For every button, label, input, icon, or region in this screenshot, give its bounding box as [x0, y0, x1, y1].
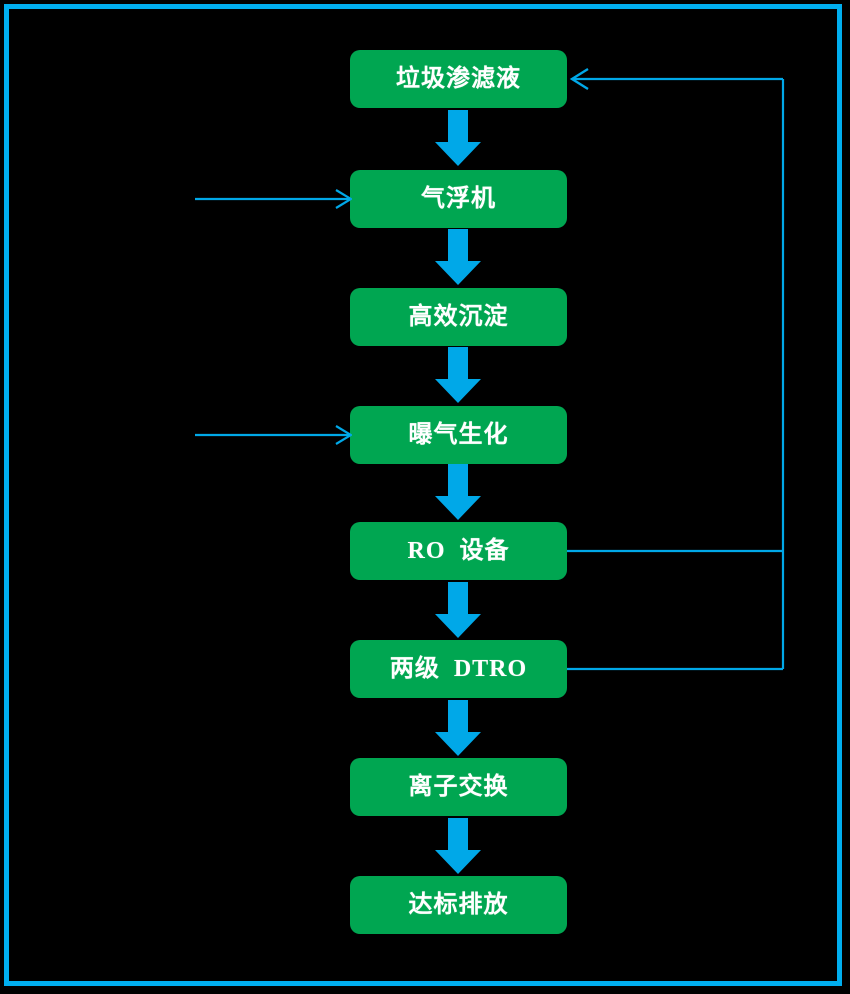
- diagram-frame: [4, 4, 842, 986]
- node-settling[interactable]: 高效沉淀: [350, 288, 567, 346]
- node-label: 高效沉淀: [408, 304, 509, 330]
- flow-arrow-down-icon: [435, 818, 481, 874]
- node-label: 曝气生化: [408, 422, 509, 448]
- flow-arrow-down-icon: [435, 347, 481, 403]
- flow-arrow-down-icon: [435, 582, 481, 638]
- flow-arrow-down-icon: [435, 464, 481, 520]
- flow-arrow-down-icon: [435, 110, 481, 166]
- node-label: 离子交换: [408, 774, 509, 800]
- feed-arrow-aeration-icon: [195, 425, 352, 445]
- node-label: 垃圾渗滤液: [396, 66, 521, 92]
- node-label: RO 设备: [407, 538, 510, 564]
- flow-arrow-down-icon: [435, 700, 481, 756]
- node-label: 气浮机: [421, 186, 496, 212]
- node-ro-equipment[interactable]: RO 设备: [350, 522, 567, 580]
- node-label: 两级 DTRO: [389, 656, 528, 682]
- node-label: 达标排放: [408, 892, 509, 918]
- node-two-stage-dtro[interactable]: 两级 DTRO: [350, 640, 567, 698]
- flow-arrow-down-icon: [435, 229, 481, 285]
- node-leachate[interactable]: 垃圾渗滤液: [350, 50, 567, 108]
- node-flotation[interactable]: 气浮机: [350, 170, 567, 228]
- feed-arrow-flotation-icon: [195, 189, 352, 209]
- node-ion-exchange[interactable]: 离子交换: [350, 758, 567, 816]
- node-compliant-discharge[interactable]: 达标排放: [350, 876, 567, 934]
- node-aeration[interactable]: 曝气生化: [350, 406, 567, 464]
